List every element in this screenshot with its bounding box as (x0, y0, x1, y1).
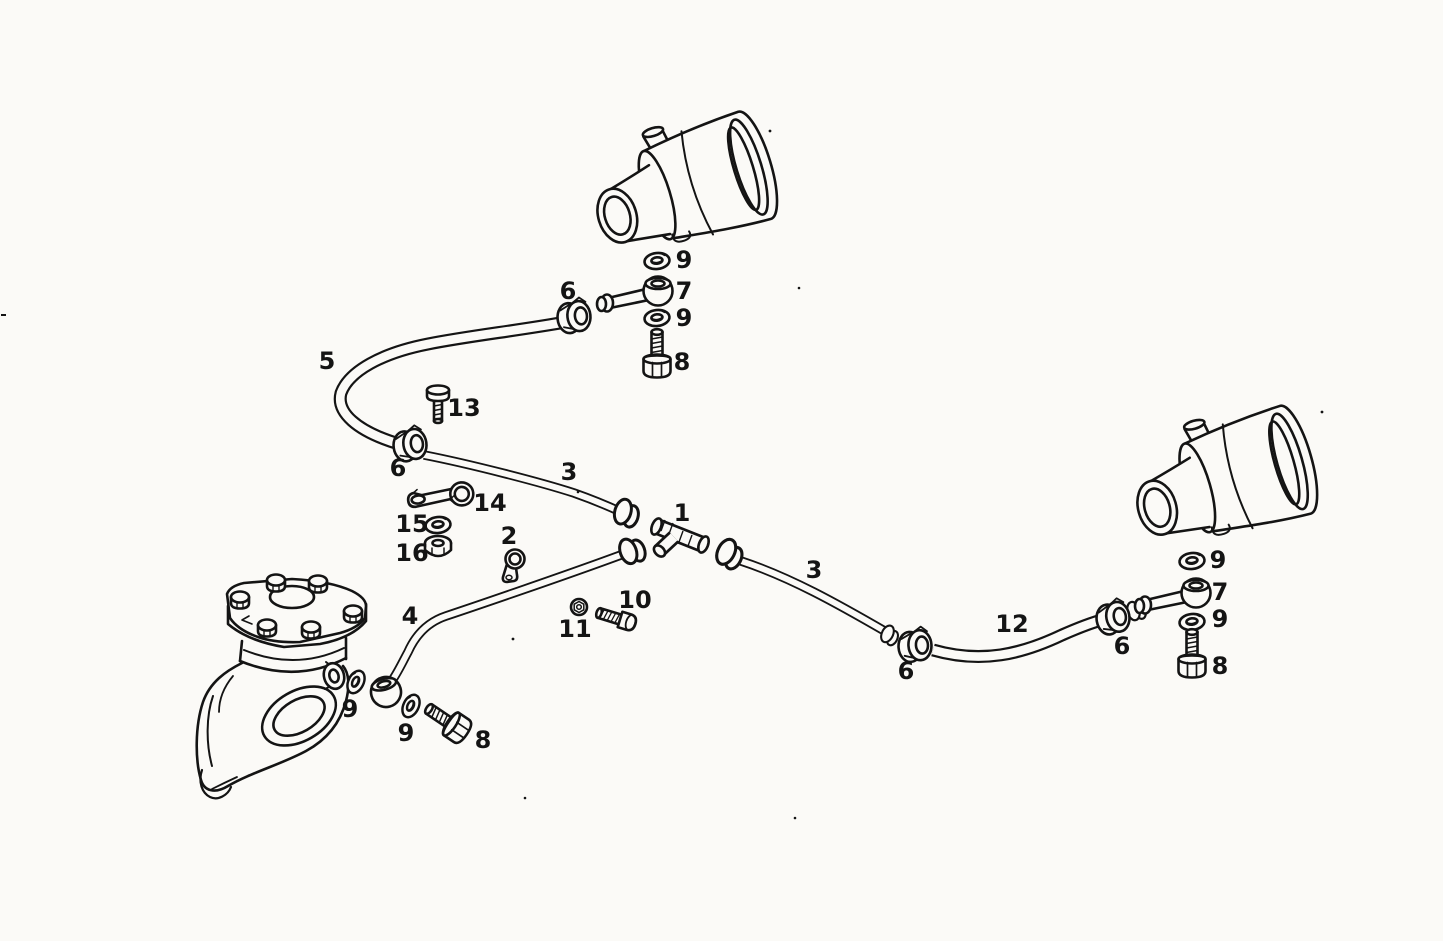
flange-bolt (229, 590, 251, 610)
pipe-3-right (739, 556, 891, 638)
nut-16 (423, 534, 453, 558)
washer-11 (569, 597, 589, 617)
scan-specks (1, 129, 1324, 820)
bolt-13 (425, 384, 451, 425)
clip-2 (501, 548, 526, 584)
flange-bolt (256, 618, 278, 638)
flange-bolt (265, 573, 287, 593)
flange-bolt (300, 620, 322, 640)
tee-union (650, 517, 710, 558)
pipe-4 (387, 547, 631, 685)
hose-12 (931, 612, 1107, 664)
hose-5 (333, 315, 568, 451)
fuel-pump (195, 573, 368, 800)
pipe-4-banjo-eye (369, 675, 403, 709)
bolt-10 (594, 606, 638, 632)
flange-bolt (342, 604, 364, 624)
flange-bolt (307, 574, 329, 594)
pipe-3-left (423, 450, 623, 517)
bracket-clamp-14 (406, 481, 475, 509)
